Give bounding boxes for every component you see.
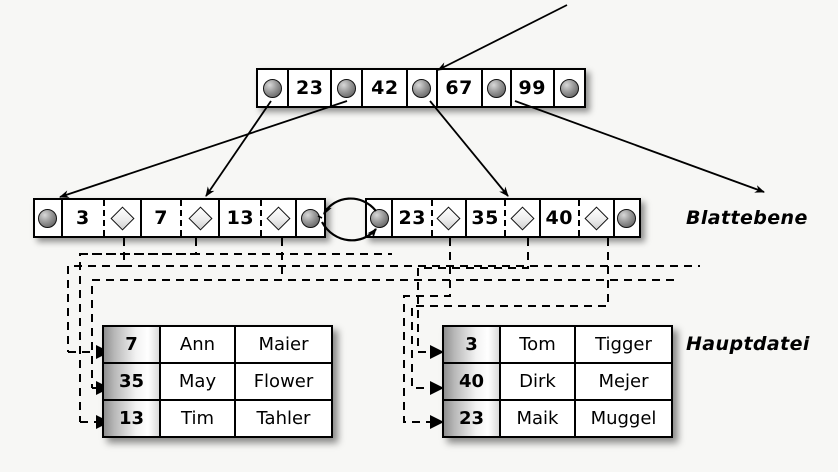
leaf-right-key-0: 23: [393, 200, 434, 236]
record-link-l1: [67, 238, 125, 352]
leaf-right-tail-pointer[interactable]: [614, 200, 640, 236]
edge-root-ptr2-to-leaf-right: [429, 100, 509, 197]
leaf-node-right[interactable]: 23 35 40: [365, 198, 641, 238]
edge-root-ptr0-to-leaf-left: [205, 100, 272, 197]
table-row[interactable]: 13 Tim Tahler: [104, 401, 331, 436]
root-key-1: 42: [363, 70, 409, 106]
root-pointer-2[interactable]: [408, 70, 438, 106]
row-lastname: Flower: [253, 371, 314, 392]
pointer-ball-icon: [263, 78, 283, 98]
leaf-level-caption: Blattebene: [686, 207, 808, 229]
leaf-right-key-1: 35: [466, 200, 506, 236]
row-key: 40: [444, 364, 501, 399]
row-key: 23: [444, 401, 501, 436]
leaf-sibling-link-backward: [323, 197, 377, 215]
record-link-r1: [403, 238, 451, 423]
row-firstname: Tim: [161, 401, 236, 436]
row-firstname: May: [161, 364, 236, 399]
pointer-ball-icon: [617, 208, 637, 228]
leaf-left-head-pointer[interactable]: [35, 200, 63, 236]
leaf-left-record-pointer-0[interactable]: [104, 200, 143, 236]
main-file-caption: Hauptdatei: [686, 333, 810, 355]
root-pointer-0[interactable]: [258, 70, 290, 106]
root-node[interactable]: 23 42 67 99: [256, 68, 586, 108]
data-table-right[interactable]: 3 Tom Tigger 40 Dirk Mejer 23 Maik Mugge…: [442, 325, 673, 438]
leaf-right-head-pointer[interactable]: [367, 200, 394, 236]
row-lastname: Tigger: [595, 334, 652, 355]
record-link-r2: [417, 238, 529, 353]
record-link-r3: [411, 238, 609, 389]
row-lastname: Tahler: [256, 408, 311, 429]
root-key-0: 23: [289, 70, 333, 106]
row-key: 3: [444, 327, 501, 362]
row-firstname: Dirk: [501, 364, 576, 399]
row-firstname: Tom: [501, 327, 576, 362]
row-key: 35: [104, 364, 161, 399]
edge-root-ptr1-to-leaf-left-head: [59, 100, 348, 198]
row-key: 7: [104, 327, 161, 362]
table-row[interactable]: 7 Ann Maier: [104, 327, 331, 364]
edge-root-ptr3-to-leaf-level: [514, 100, 765, 193]
table-row[interactable]: 23 Maik Muggel: [444, 401, 671, 436]
root-pointer-1[interactable]: [332, 70, 364, 106]
leaf-right-record-pointer-1[interactable]: [505, 200, 541, 236]
row-lastname: Mejer: [598, 371, 649, 392]
leaf-left-record-pointer-1[interactable]: [181, 200, 221, 236]
pointer-ball-icon: [337, 78, 357, 98]
leaf-left-tail-stub: [317, 215, 323, 219]
table-row[interactable]: 35 May Flower: [104, 364, 331, 401]
row-firstname: Maik: [501, 401, 576, 436]
pointer-ball-icon: [412, 78, 432, 98]
root-key-2: 67: [437, 70, 483, 106]
edge-incoming-to-root: [437, 4, 568, 71]
pointer-ball-icon: [369, 208, 389, 228]
leaf-left-key-1: 7: [142, 200, 182, 236]
root-pointer-3[interactable]: [482, 70, 512, 106]
row-key: 13: [104, 401, 161, 436]
data-table-left[interactable]: 7 Ann Maier 35 May Flower 13 Tim Tahler: [102, 325, 333, 438]
leaf-left-tail-pointer[interactable]: [297, 200, 324, 236]
leaf-left-key-2: 13: [220, 200, 263, 236]
row-lastname: Muggel: [590, 408, 657, 429]
pointer-ball-icon: [486, 78, 506, 98]
record-link-l3: [91, 238, 283, 388]
table-row[interactable]: 3 Tom Tigger: [444, 327, 671, 364]
leaf-right-record-pointer-0[interactable]: [433, 200, 467, 236]
leaf-sibling-link-forward: [321, 221, 377, 242]
leaf-right-key-2: 40: [540, 200, 580, 236]
row-firstname: Ann: [161, 327, 236, 362]
leaf-node-left[interactable]: 3 7 13: [33, 198, 326, 238]
row-lastname: Maier: [258, 334, 309, 355]
root-pointer-4[interactable]: [554, 70, 584, 106]
pointer-ball-icon: [301, 208, 321, 228]
leaf-left-record-pointer-2[interactable]: [262, 200, 298, 236]
table-row[interactable]: 40 Dirk Mejer: [444, 364, 671, 401]
leaf-right-record-pointer-2[interactable]: [579, 200, 615, 236]
root-key-3: 99: [511, 70, 555, 106]
leaf-left-key-0: 3: [62, 200, 105, 236]
pointer-ball-icon: [38, 208, 58, 228]
pointer-ball-icon: [559, 78, 579, 98]
